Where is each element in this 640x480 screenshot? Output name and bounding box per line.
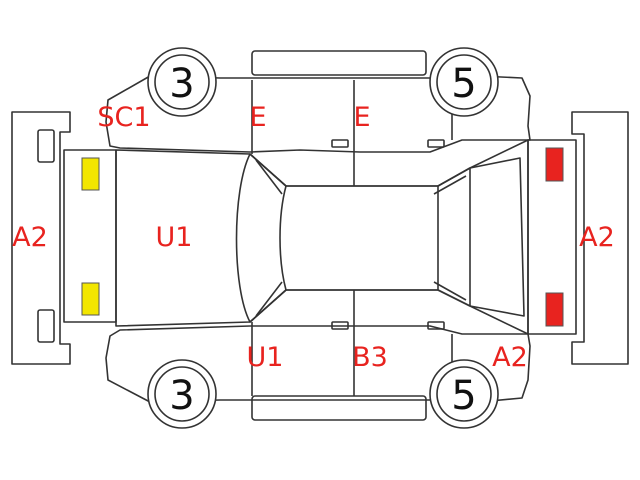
rear-view-panel: [527, 139, 577, 335]
right-side-profile: [105, 290, 531, 403]
label-rear-right-quarter: A2: [492, 342, 528, 373]
wheel-rear-left: 5: [429, 47, 499, 117]
wheel-rear-left-value: 5: [451, 61, 476, 107]
rear-right-taillamp: [545, 292, 564, 327]
wheel-front-right-value: 3: [169, 373, 194, 419]
wheel-rear-right: 5: [429, 359, 499, 429]
front-bumper: [11, 111, 71, 365]
front-view-panel: [63, 149, 117, 323]
rear-bumper: [571, 111, 629, 365]
top-view-body: [115, 139, 529, 335]
label-rear-bumper: A2: [579, 222, 615, 253]
left-side-profile: [105, 75, 531, 186]
wheel-front-right: 3: [147, 359, 217, 429]
bottom-roof-strip: [251, 395, 427, 421]
label-rear-left-door: E: [353, 102, 370, 133]
wheel-front-left-value: 3: [169, 61, 194, 107]
label-front-left-fender: SC1: [97, 102, 150, 133]
label-hood: U1: [156, 222, 193, 253]
label-front-right-door: U1: [247, 342, 284, 373]
label-front-left-door: E: [249, 102, 266, 133]
label-front-bumper: A2: [12, 222, 48, 253]
wheel-front-left: 3: [147, 47, 217, 117]
wheel-rear-right-value: 5: [451, 373, 476, 419]
front-right-headlamp: [81, 282, 100, 316]
front-left-headlamp: [81, 157, 100, 191]
rear-left-taillamp: [545, 147, 564, 182]
label-rear-right-door: B3: [352, 342, 388, 373]
top-roof-strip: [251, 50, 427, 76]
